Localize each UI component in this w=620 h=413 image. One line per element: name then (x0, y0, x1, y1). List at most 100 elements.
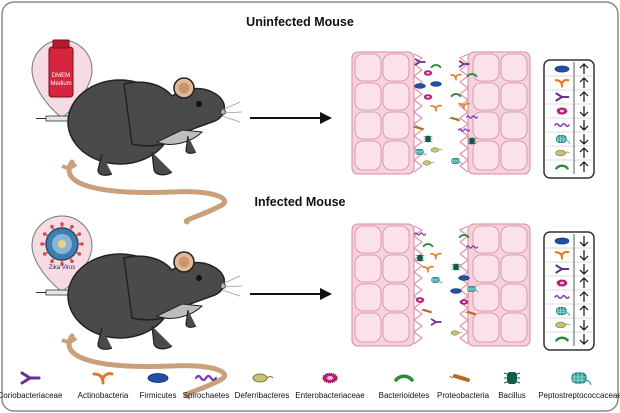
arrow-up-icon (579, 77, 589, 88)
legend-label: Spirochaetes (183, 391, 230, 400)
uninfected-intestine-right (459, 51, 531, 175)
abundance-fringed-oval-icon (556, 107, 568, 115)
spiked-rod-icon (503, 372, 521, 384)
lumen-mesh-cell-icon (415, 148, 427, 156)
lumen-spiral-bacterium-icon (465, 245, 479, 249)
lumen-oval-bacterium-icon (458, 275, 470, 281)
branched-bacterium-icon (92, 372, 114, 385)
lumen-oval-bacterium-icon (414, 83, 426, 89)
lumen-branched-bacterium-icon (450, 73, 462, 81)
vial-label-line2: Medium (50, 81, 71, 87)
uninfected-abundance-column (543, 59, 595, 179)
lumen-flagellated-rod-icon (430, 147, 443, 153)
lumen-flagellated-rod-icon (422, 160, 435, 166)
lumen-fringed-oval-icon (423, 94, 433, 100)
lumen-mesh-cell-icon (431, 276, 443, 284)
lumen-comma-rod-icon (420, 308, 432, 314)
heading-uninfected: Uninfected Mouse (246, 15, 354, 29)
lumen-branched-bacterium-icon (430, 252, 442, 260)
arrow-up-icon (579, 277, 589, 288)
y-shaped-bacterium-icon (20, 371, 41, 385)
legend-label: Peptostreptococcaceae (538, 391, 620, 400)
fringed-oval-icon (322, 372, 338, 384)
abundance-spiral-bacterium-icon (554, 122, 570, 128)
legend-label: Firmicutes (140, 391, 177, 400)
lumen-spiral-bacterium-icon (465, 115, 479, 119)
arrow-down-icon (579, 250, 589, 261)
heading-infected: Infected Mouse (255, 195, 346, 209)
lumen-mesh-cell-icon (451, 157, 463, 165)
uninfected-lumen-bacteria (412, 58, 479, 166)
lumen-curved-rod-icon (466, 73, 478, 78)
lumen-fringed-oval-icon (423, 70, 433, 76)
lumen-comma-rod-icon (448, 116, 460, 122)
arrow-down-icon (579, 134, 589, 145)
arrow-up-icon (579, 91, 589, 102)
lumen-curved-rod-icon (422, 243, 434, 248)
infected-lumen-bacteria (413, 232, 479, 336)
lumen-comma-rod-icon (464, 310, 476, 316)
abundance-curved-rod-icon (555, 164, 569, 170)
abundance-flagellated-rod-icon (555, 321, 570, 329)
legend-label: Actinobacteria (78, 391, 129, 400)
legend-label: Proteobacteria (437, 391, 490, 400)
lumen-branched-bacterium-icon (422, 265, 434, 273)
arrow-up-icon (579, 291, 589, 302)
lumen-fringed-oval-icon (415, 297, 425, 303)
bacteria-legend: Coriobacteriaceae Actinobacteria Firmicute… (0, 371, 620, 400)
lumen-fringed-oval-icon (459, 299, 469, 305)
arrow-up-icon (579, 63, 589, 74)
arrow-up-icon (579, 161, 589, 172)
arrow-uninfected (250, 112, 332, 124)
lumen-spiral-bacterium-icon (413, 232, 427, 236)
mesh-cell-icon (571, 372, 592, 386)
uninfected-intestine-left (351, 51, 423, 175)
arrow-down-icon (579, 320, 589, 331)
lumen-spiked-rod-icon (467, 137, 477, 145)
infected-intestine-right (459, 223, 531, 347)
lumen-mesh-cell-icon (467, 285, 479, 293)
lumen-comma-rod-icon (412, 125, 424, 131)
lumen-branched-bacterium-icon (458, 102, 470, 110)
curved-rod-icon (394, 374, 414, 382)
abundance-branched-bacterium-icon (554, 78, 570, 88)
lumen-branched-bacterium-icon (430, 104, 442, 112)
legend-label: Bacillus (498, 391, 526, 400)
arrow-down-icon (579, 264, 589, 275)
arrow-down-icon (579, 236, 589, 247)
legend-label: Deferribacteres (235, 391, 290, 400)
lumen-spiked-rod-icon (451, 263, 461, 271)
legend-label: Bacterioidetes (379, 391, 430, 400)
arrow-down-icon (579, 106, 589, 117)
lumen-flagellated-rod-icon (450, 330, 463, 336)
arrow-up-icon (579, 147, 589, 158)
medium-bottle-icon (48, 46, 74, 98)
legend-label: Enterobacteriaceae (295, 391, 365, 400)
abundance-oval-bacterium-icon (554, 237, 570, 245)
lumen-curved-rod-icon (430, 64, 442, 69)
comma-rod-icon (449, 374, 470, 382)
virus-label: Zika Virus (49, 265, 76, 271)
lumen-y-shaped-bacterium-icon (414, 58, 426, 66)
oval-bacterium-icon (147, 373, 169, 383)
flagellated-rod-icon (252, 373, 274, 383)
arrow-down-icon (579, 334, 589, 345)
infected-intestine-left (351, 223, 423, 347)
lumen-spiked-rod-icon (415, 254, 425, 262)
infected-abundance-column (543, 231, 595, 351)
arrow-up-icon (579, 305, 589, 316)
lumen-curved-rod-icon (450, 93, 462, 98)
arrow-down-icon (579, 120, 589, 131)
abundance-flagellated-rod-icon (555, 149, 570, 157)
abundance-spiral-bacterium-icon (554, 294, 570, 300)
abundance-y-shaped-bacterium-icon (555, 92, 570, 102)
vial-label-line1: DMEM (52, 73, 70, 79)
spiral-bacterium-icon (194, 374, 218, 382)
abundance-oval-bacterium-icon (554, 65, 570, 73)
abundance-curved-rod-icon (555, 336, 569, 342)
abundance-mesh-cell-icon (556, 307, 571, 317)
legend-label: Coriobacteriaceae (0, 391, 63, 400)
lumen-spiked-rod-icon (423, 135, 433, 143)
